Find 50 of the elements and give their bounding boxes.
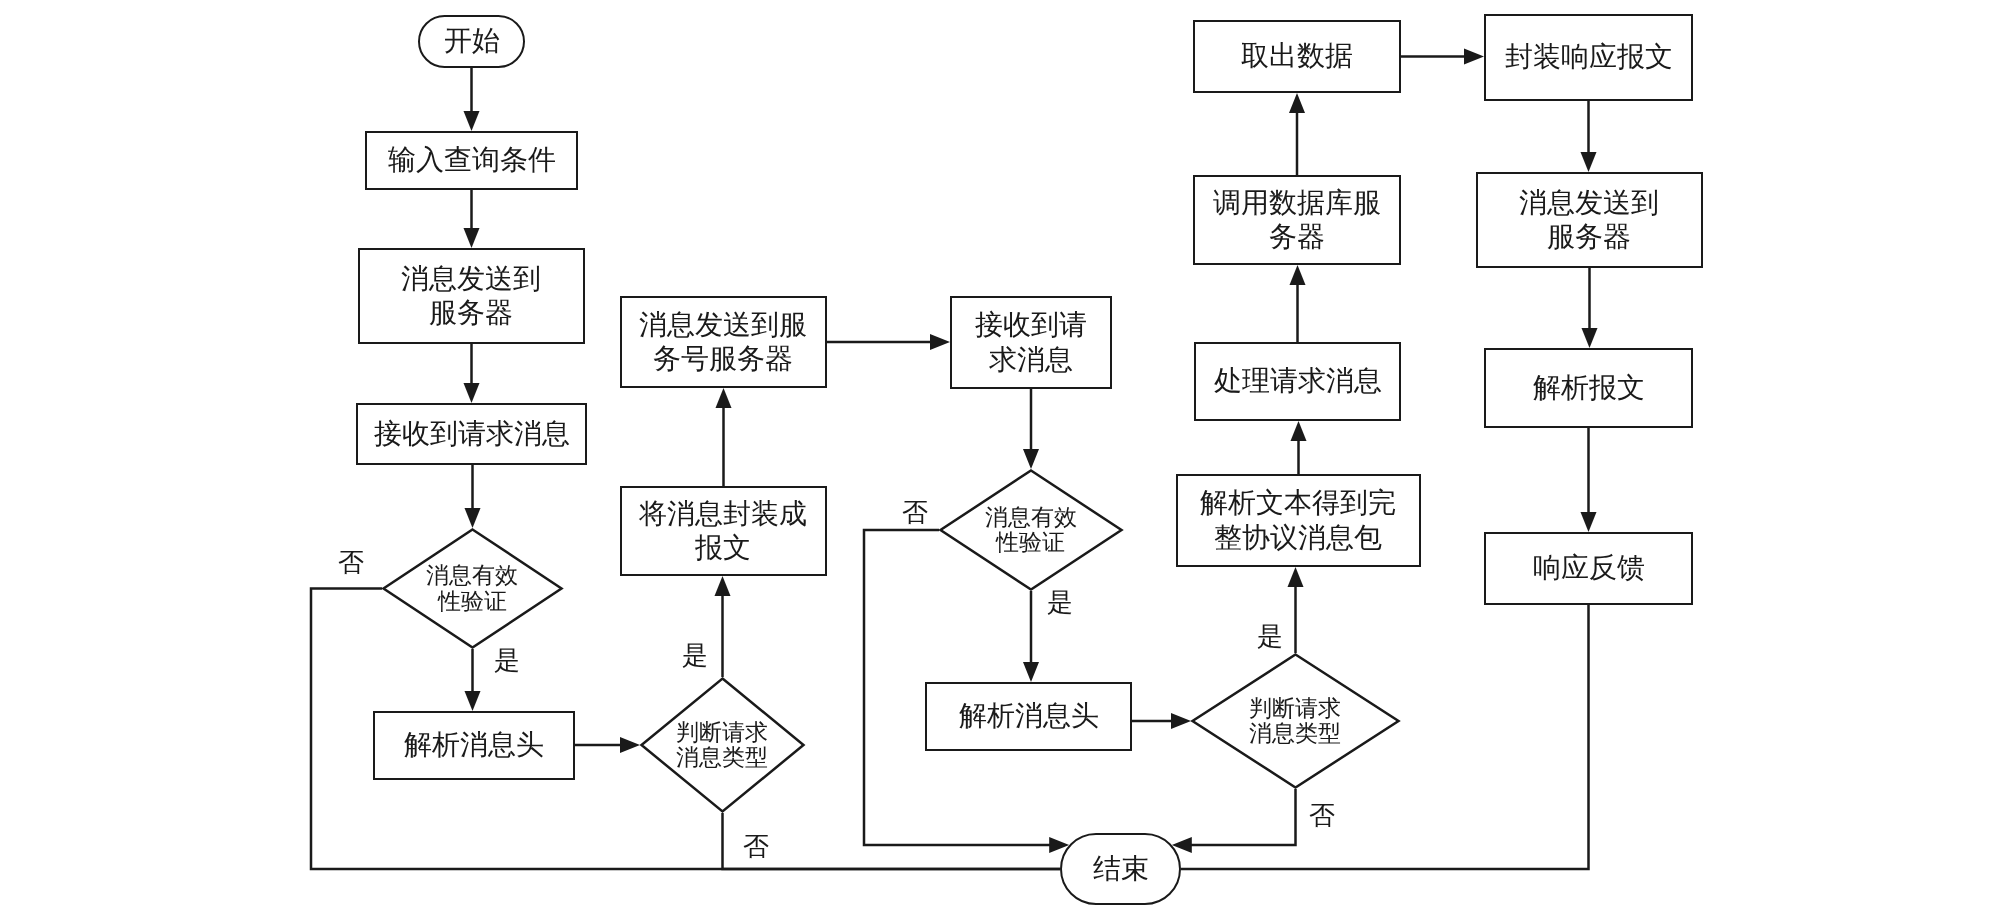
edge-label: 是 xyxy=(1257,623,1283,649)
process-label: 将消息封装成报文 xyxy=(638,496,809,566)
edge-label: 否 xyxy=(743,833,769,859)
process-label: 处理请求消息 xyxy=(1213,364,1382,399)
process-label: 响应反馈 xyxy=(1532,551,1645,586)
decision-label: 判断请求消息类型 xyxy=(1248,695,1343,747)
process-box xyxy=(1193,20,1401,93)
process-label: 解析文本得到完整协议消息包 xyxy=(1199,486,1398,555)
decision-diamond xyxy=(939,469,1123,591)
decision-label: 消息有效性验证 xyxy=(425,563,520,614)
process-label: 输入查询条件 xyxy=(387,143,556,178)
terminal-label: 结束 xyxy=(1092,851,1149,887)
process-label: 解析消息头 xyxy=(958,699,1099,734)
process-box xyxy=(1484,532,1693,605)
process-label: 解析消息头 xyxy=(404,728,544,763)
edge-label: 是 xyxy=(1047,589,1073,615)
process-box xyxy=(373,711,575,780)
process-box xyxy=(358,248,585,344)
edge-label: 是 xyxy=(682,642,708,668)
process-box xyxy=(1193,175,1401,265)
edge-label: 否 xyxy=(902,499,928,525)
decision-label: 判断请求消息类型 xyxy=(675,719,770,771)
process-box xyxy=(1484,14,1693,101)
process-box xyxy=(1476,172,1703,268)
edge-label: 是 xyxy=(494,647,520,673)
decision-diamond xyxy=(1191,653,1400,789)
process-box xyxy=(620,486,827,576)
process-label: 消息发送到服务器 xyxy=(400,261,543,331)
process-label: 接收到请求消息 xyxy=(974,308,1088,377)
process-box xyxy=(356,403,587,465)
decision-diamond xyxy=(640,677,805,813)
process-box xyxy=(925,682,1132,751)
process-label: 消息发送到服务号服务器 xyxy=(638,307,809,377)
process-box xyxy=(620,296,827,388)
edge-label: 否 xyxy=(1309,802,1335,828)
decision-diamond xyxy=(382,528,563,649)
process-label: 封装响应报文 xyxy=(1504,40,1673,75)
process-label: 取出数据 xyxy=(1241,39,1353,74)
edge-label: 否 xyxy=(338,549,364,575)
process-box xyxy=(365,131,578,190)
process-box xyxy=(1176,474,1421,567)
process-label: 调用数据库服务器 xyxy=(1212,185,1382,255)
process-box xyxy=(950,296,1112,389)
decision-label: 消息有效性验证 xyxy=(984,504,1078,556)
terminal-label: 开始 xyxy=(443,24,500,59)
process-box xyxy=(1194,342,1401,421)
process-label: 消息发送到服务器 xyxy=(1518,185,1661,255)
process-label: 接收到请求消息 xyxy=(373,416,570,452)
process-label: 解析报文 xyxy=(1532,370,1645,406)
process-box xyxy=(1484,348,1693,428)
